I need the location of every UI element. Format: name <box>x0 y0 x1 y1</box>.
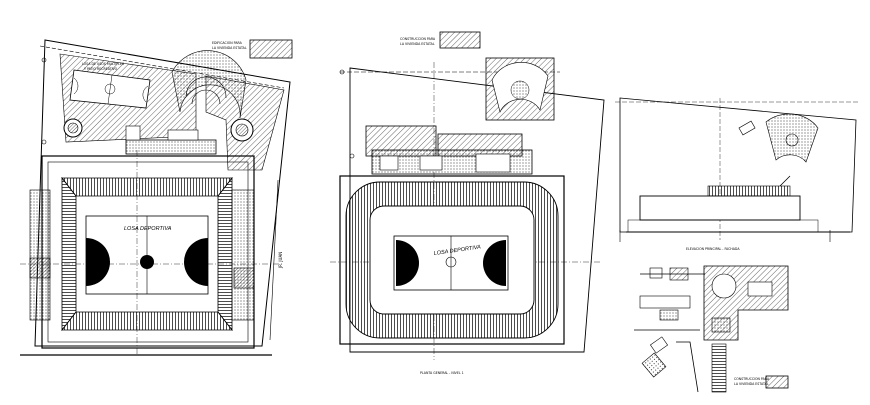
pavilion-block <box>167 129 199 141</box>
elevation-facade <box>639 195 801 221</box>
legend-hatch-swatch <box>439 31 481 49</box>
detail-wall-section <box>676 341 699 393</box>
detail-block <box>659 309 679 321</box>
site-plan-left: LOSA DE USOS MULTIPLES Y PATIO RECREATIV… <box>20 39 293 356</box>
park-label-line-2: Y PATIO RECREATIVO <box>84 67 118 71</box>
note-c-line-1: CONSTRUCCION PARA <box>734 377 770 381</box>
plan-caption: PLANTA GENERAL - NIVEL 1 <box>420 371 464 375</box>
center-circle <box>445 256 457 268</box>
note-b-line-2: LA VIVIENDA ESTATAL <box>400 42 435 46</box>
detail-block <box>649 267 663 279</box>
note-c-line-2: LA VIVIENDA ESTATAL <box>734 382 769 386</box>
elevation-plinth <box>627 219 819 233</box>
park-label-line-1: LOSA DE USOS MULTIPLES <box>82 62 124 66</box>
amphitheater-right <box>765 113 819 163</box>
bleacher-north <box>61 177 233 197</box>
detail-room <box>747 281 773 297</box>
entrance-room <box>475 153 511 173</box>
detail-block <box>649 336 669 354</box>
amphitheater-stage <box>510 80 530 100</box>
site-plan-middle: CONSTRUCCION PARA LA VIVIENDA ESTATAL LO… <box>330 31 605 375</box>
key-area-west <box>396 240 419 286</box>
note-a-line-2: LA VIVIENDA ESTATAL <box>212 46 247 50</box>
amphitheater-stage <box>785 133 799 147</box>
detail-block <box>669 267 689 281</box>
court-label-left: LOSA DEPORTIVA <box>124 226 172 232</box>
bleacher-east <box>217 176 233 332</box>
bleacher-west <box>61 176 77 332</box>
bench-detail <box>738 120 756 136</box>
street-side-line <box>269 179 279 341</box>
elevation-roof <box>707 185 791 197</box>
survey-marker <box>41 139 47 145</box>
stair-left <box>29 257 51 279</box>
note-b-line-1: CONSTRUCCION PARA <box>400 37 436 41</box>
key-area-west <box>86 238 110 286</box>
roof-edge <box>779 175 791 187</box>
legend-hatch-swatch <box>249 39 293 59</box>
amphitheater-left <box>171 50 247 119</box>
entrance-room <box>379 155 399 171</box>
key-area-east <box>184 238 208 286</box>
left-service-rooms <box>29 189 51 321</box>
street-label: JR. JUAN <box>278 252 283 269</box>
survey-marker <box>339 69 345 75</box>
detail-round-element <box>711 273 737 299</box>
survey-marker <box>41 57 47 63</box>
pavilion-block <box>125 125 141 141</box>
note-a-line-1: EDIFICACION PARA <box>212 41 243 45</box>
stair-right <box>233 267 255 289</box>
detail-block <box>639 295 691 309</box>
survey-marker <box>349 153 355 159</box>
section-caption: ELEVACION PRINCIPAL - FACHADA <box>686 247 740 251</box>
planter-core <box>235 123 249 137</box>
right-service-rooms <box>231 189 255 321</box>
bleacher-south <box>61 311 233 331</box>
legend-hatch-swatch <box>765 375 789 389</box>
detail-room <box>711 317 731 333</box>
key-area-east <box>483 240 506 286</box>
planter-core <box>67 122 79 134</box>
elevation-and-details-right: ELEVACION PRINCIPAL - FACHADA CONSTRUCCI… <box>615 97 860 393</box>
entrance-room <box>419 155 443 171</box>
coliseum-outer-wall-middle <box>339 175 565 345</box>
multipurpose-court <box>69 69 151 109</box>
detail-block <box>641 352 667 378</box>
entrance-pavilion <box>125 139 217 155</box>
detail-column <box>711 343 727 393</box>
site-boundary-right <box>619 97 857 233</box>
center-circle <box>140 255 154 269</box>
